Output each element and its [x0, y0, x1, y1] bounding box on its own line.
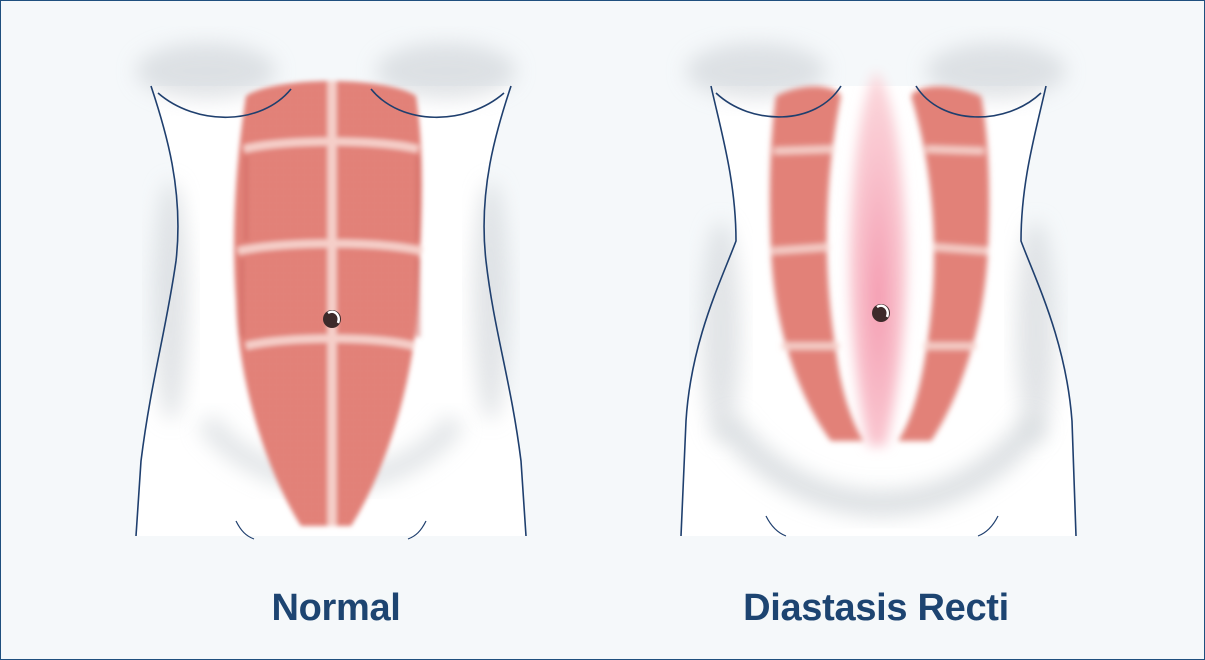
diastasis-recti-caption: Diastasis Recti	[636, 587, 1116, 630]
left-side-shadow	[701, 221, 741, 441]
diastasis-torso-illustration	[636, 1, 1116, 561]
navel-mark	[323, 310, 341, 328]
navel-mark	[872, 304, 890, 322]
normal-caption: Normal	[96, 587, 576, 630]
right-side-shadow	[1016, 221, 1056, 441]
normal-torso-svg	[96, 1, 576, 561]
left-side-shadow	[153, 181, 189, 421]
diastasis-torso-svg	[636, 1, 1116, 561]
right-side-shadow	[473, 181, 509, 421]
left-pec-shadow	[136, 43, 276, 99]
normal-torso-illustration	[96, 1, 576, 561]
